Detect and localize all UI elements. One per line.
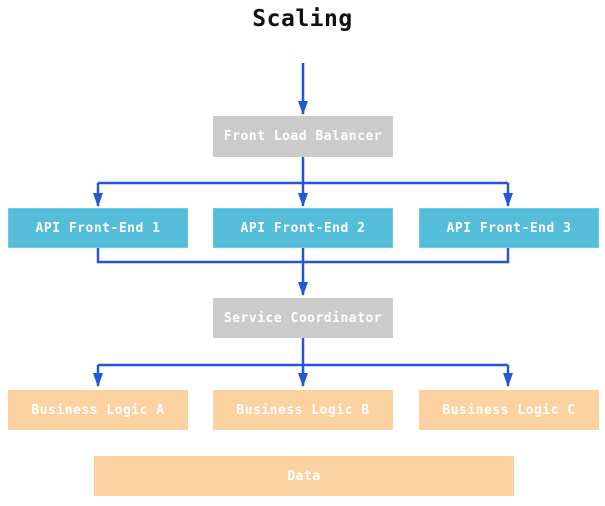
node-label: Front Load Balancer: [223, 129, 383, 144]
node-data: Data: [94, 456, 514, 496]
edge-api-collector-line: [96, 247, 510, 264]
node-api-front-end-1: API Front-End 1: [8, 208, 188, 248]
node-label: Data: [287, 468, 321, 484]
node-label: Business Logic B: [236, 402, 370, 418]
node-business-logic-a: Business Logic A: [8, 390, 188, 430]
node-label: API Front-End 3: [446, 220, 572, 236]
node-api-front-end-2: API Front-End 2: [213, 208, 393, 248]
node-business-logic-b: Business Logic B: [213, 390, 393, 430]
node-label: API Front-End 2: [240, 220, 366, 236]
node-label: API Front-End 1: [35, 220, 161, 236]
node-front-load-balancer: Front Load Balancer: [213, 116, 393, 157]
node-label: Business Logic A: [31, 402, 165, 418]
node-label: Business Logic C: [442, 402, 576, 418]
node-api-front-end-3: API Front-End 3: [419, 208, 599, 248]
node-label: Service Coordinator: [223, 310, 383, 326]
diagram-title: Scaling: [252, 6, 353, 32]
node-service-coordinator: Service Coordinator: [213, 298, 393, 338]
node-business-logic-c: Business Logic C: [419, 390, 599, 430]
